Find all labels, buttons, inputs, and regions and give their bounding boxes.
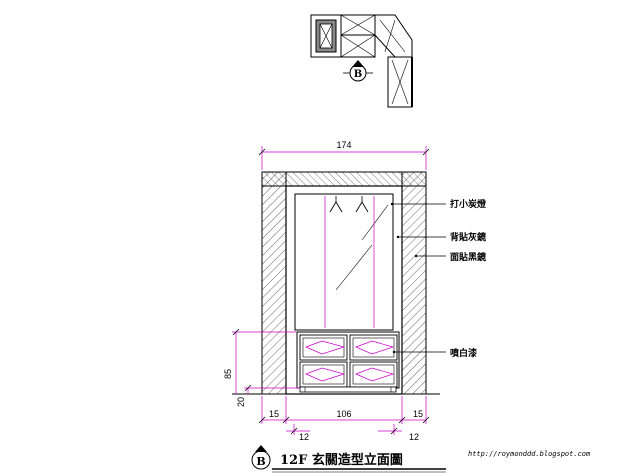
watermark-url: http://roymonddd.blogspot.com <box>468 450 591 458</box>
downlight-left <box>329 196 343 213</box>
section-marker-plan: B <box>343 60 373 82</box>
title-block: B 12F 玄關造型立面圖 http://roymonddd.blogspot.… <box>251 445 591 473</box>
dim-right-side: 15 <box>413 409 423 419</box>
dim-right-frame: 12 <box>409 432 419 442</box>
downlight-right <box>355 196 369 213</box>
dim-left-side: 15 <box>269 409 279 419</box>
callout-black-mirror: 面貼黑鏡 <box>450 251 486 263</box>
top-header <box>261 171 427 187</box>
elevation-view <box>232 171 440 395</box>
plan-marker-letter: B <box>354 69 362 80</box>
dim-overall-width: 174 <box>336 140 351 150</box>
dim-height-20: 20 <box>236 397 246 407</box>
plan-view: B <box>310 14 413 108</box>
dimensions: 174 15 106 15 12 12 85 20 <box>223 140 430 442</box>
plinth <box>299 386 397 393</box>
plan-corner-unit <box>374 14 413 58</box>
mirror-panel <box>294 193 394 331</box>
right-wall <box>401 171 427 395</box>
callouts: 打小炭燈 背貼灰鏡 面貼黑鏡 噴白漆 <box>390 198 487 359</box>
drawer-panels <box>299 334 398 388</box>
left-wall <box>261 171 287 395</box>
title-marker-letter: B <box>256 455 265 468</box>
callout-white-paint: 噴白漆 <box>450 347 477 359</box>
dim-height-85: 85 <box>223 369 233 379</box>
callout-downlight: 打小炭燈 <box>450 198 487 210</box>
callout-grey-mirror: 背貼灰鏡 <box>450 231 486 243</box>
dim-inner-width: 106 <box>336 409 351 419</box>
drawing-title: 12F 玄關造型立面圖 <box>280 452 403 468</box>
dim-left-frame: 12 <box>299 432 309 442</box>
